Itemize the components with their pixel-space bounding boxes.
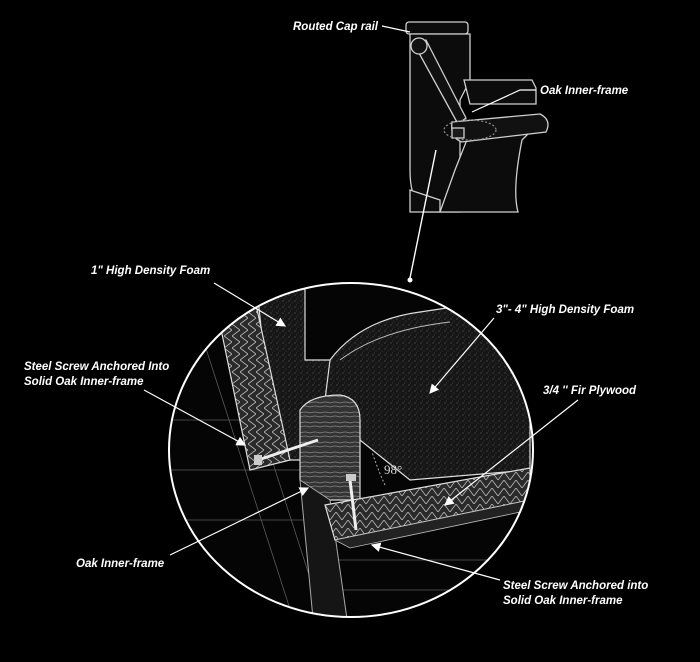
magnifier-detail: 98° bbox=[168, 282, 534, 618]
oak-inner-frame bbox=[299, 394, 361, 501]
leader-oak-frame-bottom bbox=[169, 487, 310, 556]
leader-oak-frame-top bbox=[471, 89, 536, 113]
seat-profile bbox=[405, 21, 549, 213]
label-steel-screw-bottom-1: Steel Screw Anchored into bbox=[503, 580, 648, 592]
label-foam-3-4in: 3"- 4" High Density Foam bbox=[496, 304, 634, 316]
angle-label: 98° bbox=[384, 462, 402, 477]
label-steel-screw-bottom-2: Solid Oak Inner-frame bbox=[503, 595, 623, 607]
leader-screw-left bbox=[143, 389, 247, 446]
callout-leaders bbox=[143, 25, 579, 581]
upper-seat bbox=[463, 79, 537, 105]
label-oak-inner-frame-top: Oak Inner-frame bbox=[540, 85, 629, 97]
detail-indicator bbox=[443, 119, 497, 141]
label-fir-plywood: 3/4 '' Fir Plywood bbox=[543, 385, 637, 397]
label-steel-screw-left-2: Solid Oak Inner-frame bbox=[24, 376, 144, 388]
magnifier-leader bbox=[409, 149, 437, 279]
steel-screw-left bbox=[254, 438, 319, 465]
cap-rail bbox=[405, 21, 469, 35]
angle-arc bbox=[371, 451, 386, 486]
leader-routed-cap-rail bbox=[381, 25, 411, 33]
leader-fir-plywood bbox=[444, 399, 579, 506]
leader-foam-3-4in bbox=[429, 317, 495, 394]
steel-screw-bottom bbox=[346, 474, 358, 531]
label-routed-cap-rail: Routed Cap rail bbox=[293, 21, 379, 33]
leader-screw-bottom bbox=[370, 542, 501, 581]
label-foam-1in: 1" High Density Foam bbox=[91, 265, 210, 277]
magnifier-outline bbox=[168, 282, 534, 618]
label-oak-inner-frame-bottom: Oak Inner-frame bbox=[76, 558, 165, 570]
leader-foam-1in bbox=[213, 282, 287, 327]
label-steel-screw-left-1: Steel Screw Anchored Into bbox=[24, 361, 169, 373]
cap-joint bbox=[410, 37, 428, 55]
